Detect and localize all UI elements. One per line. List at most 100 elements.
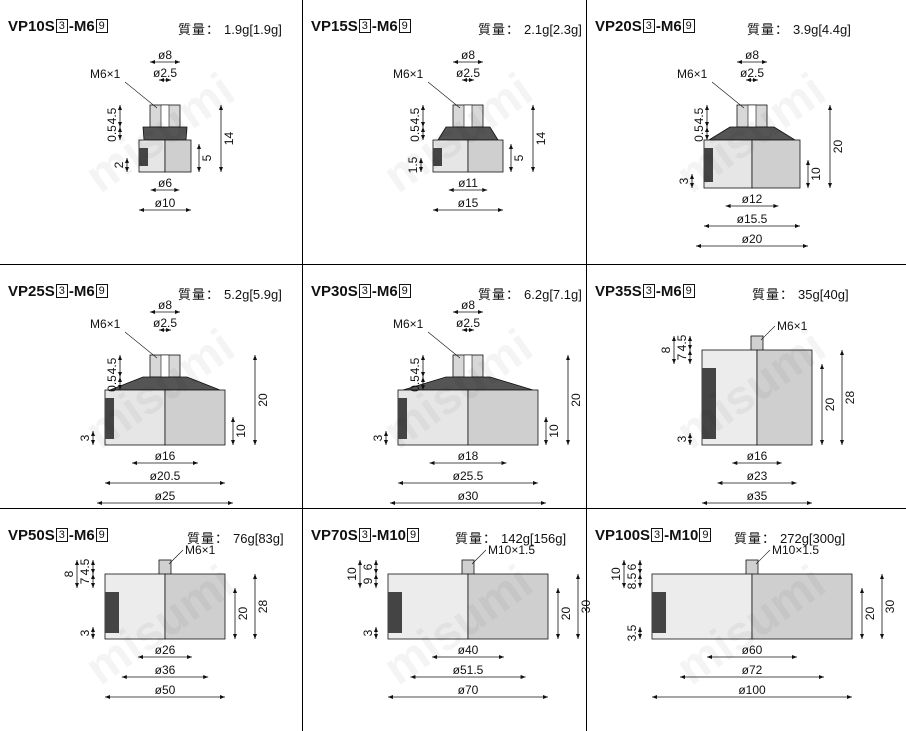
- mass-value: 272g[300g]: [780, 531, 846, 546]
- dim-diameter-1: ø16: [747, 449, 768, 463]
- dim-height-1: 4.5: [105, 357, 119, 374]
- pad-section-right: [467, 573, 549, 640]
- dim-thread-label: M6×1: [393, 317, 424, 331]
- dim-total-height: 30: [883, 600, 897, 614]
- pad-shoulder: [142, 126, 188, 141]
- thread-suffix: -M10: [664, 527, 699, 544]
- option-box: 9: [398, 19, 411, 33]
- dim-top-diameter: ø8: [745, 48, 759, 62]
- dim-side-height: 5: [200, 154, 214, 161]
- dim-side-height: 5: [512, 154, 526, 161]
- mass-value: 35g[40g]: [798, 287, 849, 302]
- dim-diameter-2: ø20.5: [150, 469, 181, 483]
- option-box: 9: [95, 284, 108, 298]
- dim-thread-label: M6×1: [777, 319, 808, 333]
- dim-side-height: 10: [234, 424, 248, 438]
- dim-side-height: 20: [559, 607, 573, 621]
- thread-suffix: -M6: [371, 283, 398, 300]
- pad-section-right: [164, 573, 226, 640]
- dim-top-diameter: ø8: [461, 298, 475, 312]
- dim-diameter-2: ø36: [155, 663, 176, 677]
- leader-line: [427, 81, 461, 109]
- dim-top-height: 10: [345, 567, 359, 581]
- vacuum-pad-body: [104, 354, 226, 446]
- thread-suffix: -M10: [371, 527, 407, 544]
- thread-suffix: -M6: [655, 18, 682, 35]
- dim-diameter-3: ø30: [458, 489, 479, 503]
- dim-top-height: 10: [609, 567, 623, 581]
- vacuum-pad-body: [397, 354, 539, 446]
- leader-line: [124, 331, 158, 359]
- thread-suffix: -M6: [371, 18, 398, 35]
- dim-top-diameter: ø8: [158, 48, 172, 62]
- pad-section-right: [164, 139, 192, 173]
- mass-spec: 質量：6.2g[7.1g]: [478, 284, 582, 303]
- dim-height-1: 4.5: [408, 357, 422, 374]
- grid-divider-vertical: [302, 0, 303, 731]
- model-name: VP35S: [595, 283, 642, 300]
- rubber-lip: [398, 398, 407, 439]
- model-name: VP50S: [8, 527, 55, 544]
- option-box: 3: [642, 19, 655, 33]
- dim-thread-label: M6×1: [90, 317, 121, 331]
- mass-value: 1.9g[1.9g]: [224, 22, 282, 37]
- mass-label: 質量：: [178, 287, 221, 302]
- leader-line: [427, 331, 461, 359]
- grid-divider-horizontal: [0, 508, 906, 509]
- leader-line: [471, 549, 487, 565]
- mass-spec: 質量：142g[156g]: [455, 528, 566, 547]
- dim-thread-label: M6×1: [677, 67, 708, 81]
- option-box: 3: [651, 528, 664, 542]
- mass-label: 質量：: [747, 22, 790, 37]
- dim-diameter-1: ø40: [458, 643, 479, 657]
- dim-height-1: 4.5: [692, 107, 706, 124]
- model-name: VP15S: [311, 18, 358, 35]
- mass-value: 6.2g[7.1g]: [524, 287, 582, 302]
- dim-diameter-2: ø15.5: [737, 212, 768, 226]
- option-box: 3: [55, 528, 68, 542]
- dim-side-height: 10: [809, 167, 823, 181]
- dim-bore-diameter: ø2.5: [456, 316, 480, 330]
- pad-section-left: [397, 389, 469, 446]
- dim-height-3: 3: [78, 434, 92, 441]
- dim-diameter-3: ø35: [747, 489, 768, 503]
- dim-total-height: 20: [831, 140, 845, 154]
- dim-height-1: 4.5: [675, 334, 689, 351]
- dim-diameter-3: ø50: [155, 683, 176, 697]
- dim-total-height: 20: [569, 393, 583, 407]
- dim-diameter-3: ø20: [742, 232, 763, 246]
- dim-side-height: 20: [236, 607, 250, 621]
- model-name: VP20S: [595, 18, 642, 35]
- mass-label: 質量：: [752, 287, 795, 302]
- dim-height-3: 3: [78, 629, 92, 636]
- leader-line: [168, 549, 184, 565]
- mass-value: 3.9g[4.4g]: [793, 22, 851, 37]
- dim-total-height: 14: [222, 132, 236, 146]
- vacuum-pad-body: [703, 104, 801, 189]
- dim-height-3: 3.5: [625, 624, 639, 641]
- dim-height-3: 3: [361, 629, 375, 636]
- dim-height-1: 4.5: [408, 107, 422, 124]
- pad-section-left: [651, 573, 753, 640]
- dim-thread-label: M6×1: [393, 67, 424, 81]
- dim-thread-label: M10×1.5: [488, 543, 535, 557]
- dim-thread-label: M6×1: [90, 67, 121, 81]
- dim-total-height: 30: [579, 600, 593, 614]
- option-box: 9: [682, 284, 695, 298]
- grid-divider-horizontal: [0, 264, 906, 265]
- mass-label: 質量：: [178, 22, 221, 37]
- option-box: 3: [358, 528, 371, 542]
- dim-height-2: 0.5: [105, 125, 119, 142]
- rubber-lip: [433, 148, 442, 166]
